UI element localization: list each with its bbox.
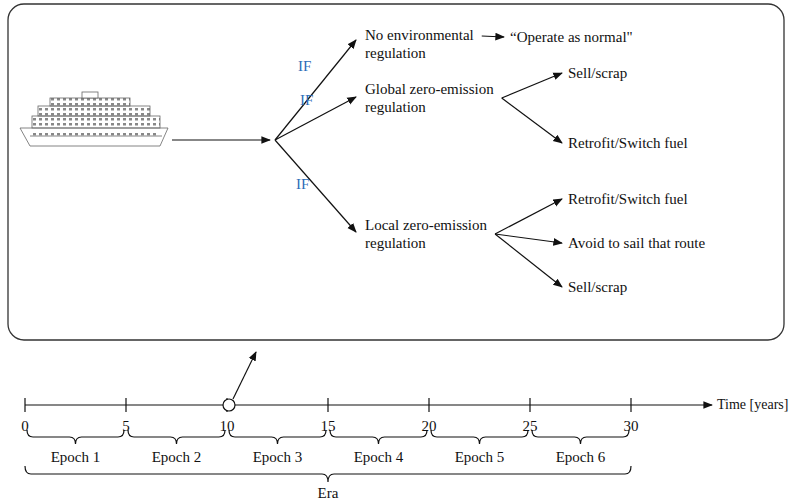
tick-label: 25 <box>523 418 538 435</box>
node-text: Local zero-emission regulation <box>365 216 515 252</box>
period-label: Epoch 5 <box>455 449 505 466</box>
node-text: No environmental regulation <box>365 26 490 62</box>
branch-arrow <box>495 199 562 234</box>
branch-arrow <box>502 98 562 143</box>
scenario-text: Global zero-emission regulation <box>365 80 515 116</box>
cruise-ship <box>20 92 168 146</box>
node-text: Sell/scrap <box>568 64 627 82</box>
option-text: Avoid to sail that route <box>568 234 705 252</box>
node-text: Global zero-emission regulation <box>365 80 515 116</box>
period-label: Epoch 6 <box>556 449 606 466</box>
condition-label: IF <box>300 92 313 109</box>
period-label: Epoch 1 <box>51 449 101 466</box>
period-label: Epoch 4 <box>354 449 404 466</box>
condition-label: IF <box>298 58 311 75</box>
epoch-brace <box>128 430 225 444</box>
node-text: Sell/scrap <box>568 278 627 296</box>
node-text: Avoid to sail that route <box>568 234 705 252</box>
option-text: “Operate as normal" <box>510 28 633 46</box>
option-text: Sell/scrap <box>568 278 627 296</box>
epoch-brace <box>27 430 124 444</box>
period-label: Epoch 3 <box>253 449 303 466</box>
tick-label: 20 <box>422 418 437 435</box>
tick-label: 30 <box>624 418 639 435</box>
epoch-brace <box>330 430 427 444</box>
scenario-text: No environmental regulation <box>365 26 490 62</box>
node-text: Retrofit/Switch fuel <box>568 190 688 208</box>
scenario-panel <box>8 4 784 340</box>
era-brace <box>25 466 631 482</box>
period-label: Epoch 2 <box>152 449 202 466</box>
node-text: “Operate as normal" <box>510 28 633 46</box>
tick-label: 5 <box>122 418 130 435</box>
option-text: Sell/scrap <box>568 64 627 82</box>
option-text: Retrofit/Switch fuel <box>568 134 688 152</box>
ship-arrow <box>172 139 270 140</box>
axis-label: Time [years] <box>717 397 788 412</box>
branch-arrow <box>502 73 562 98</box>
epoch-brace <box>229 430 326 444</box>
option-text: Retrofit/Switch fuel <box>568 190 688 208</box>
epoch-brace <box>532 430 629 444</box>
branch-lines <box>275 40 356 232</box>
branch-arrow <box>482 36 504 37</box>
period-label: Era <box>318 485 339 502</box>
scenario-text: Local zero-emission regulation <box>365 216 515 252</box>
condition-label: IF <box>296 176 309 193</box>
branch-arrow <box>495 234 562 287</box>
tick-label: 10 <box>220 418 235 435</box>
timeline <box>25 352 712 482</box>
node-text: Retrofit/Switch fuel <box>568 134 688 152</box>
tick-label: 15 <box>321 418 336 435</box>
tick-label: 0 <box>21 418 29 435</box>
epoch-brace <box>431 430 528 444</box>
